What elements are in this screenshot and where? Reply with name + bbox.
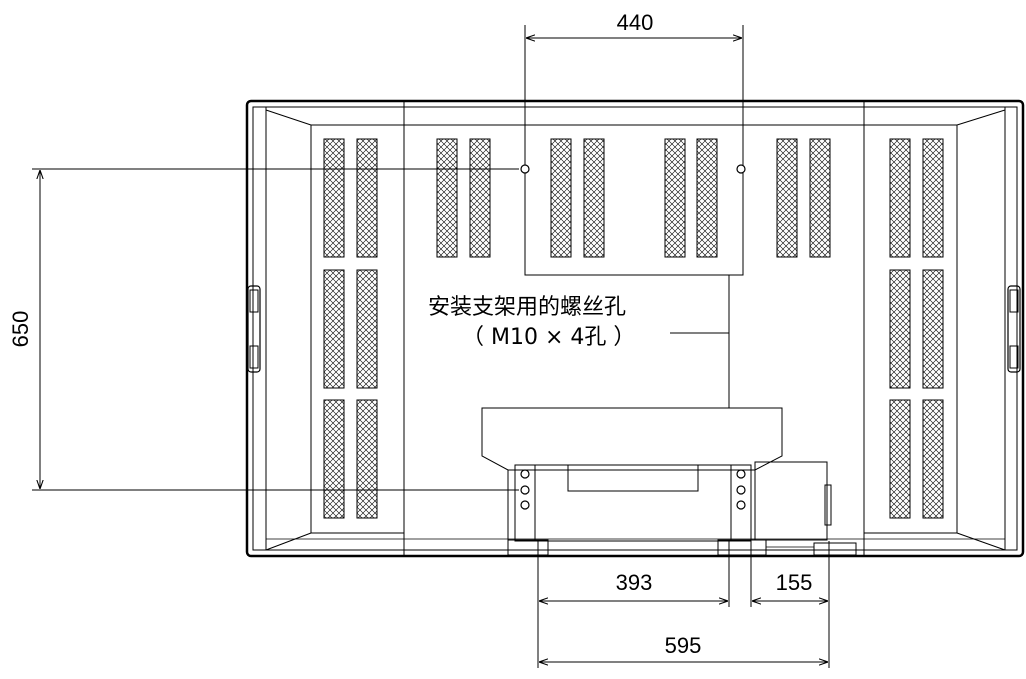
mount-hole-lower-left-3	[520, 500, 530, 510]
mount-hole-upper-left	[520, 164, 530, 174]
mount-hole-lower-left-2	[520, 485, 530, 495]
callout-screw-holes-title: 安装支架用的螺丝孔	[428, 295, 626, 320]
vent-grilles	[323, 138, 944, 519]
dimension-label-top-width: 440	[617, 10, 654, 35]
dimension-top-width: 440	[524, 10, 744, 103]
mount-hole-lower-left-1	[520, 469, 530, 479]
right-handle	[1007, 285, 1021, 373]
callout-screw-holes-spec: （ M10 × 4孔 ）	[462, 325, 635, 350]
stand-base	[481, 407, 857, 556]
mount-hole-lower-right-3	[736, 500, 746, 510]
mount-hole-upper-right	[736, 164, 746, 174]
dimension-lower: 393 155	[537, 541, 830, 668]
mount-hole-lower-right-1	[736, 469, 746, 479]
dimension-label-lower-right: 155	[776, 570, 813, 595]
dimension-bottom-width: 595	[539, 633, 828, 662]
dimension-height: 650	[8, 168, 519, 491]
dimension-label-height: 650	[8, 311, 33, 348]
left-handle	[247, 285, 261, 373]
cabinet-outline	[245, 99, 1025, 558]
upper-bracket-area	[520, 103, 746, 276]
dimension-label-bottom-width: 595	[665, 633, 702, 658]
dimension-label-lower-left: 393	[616, 570, 653, 595]
callout-leader	[670, 275, 730, 408]
mount-hole-lower-right-2	[736, 485, 746, 495]
